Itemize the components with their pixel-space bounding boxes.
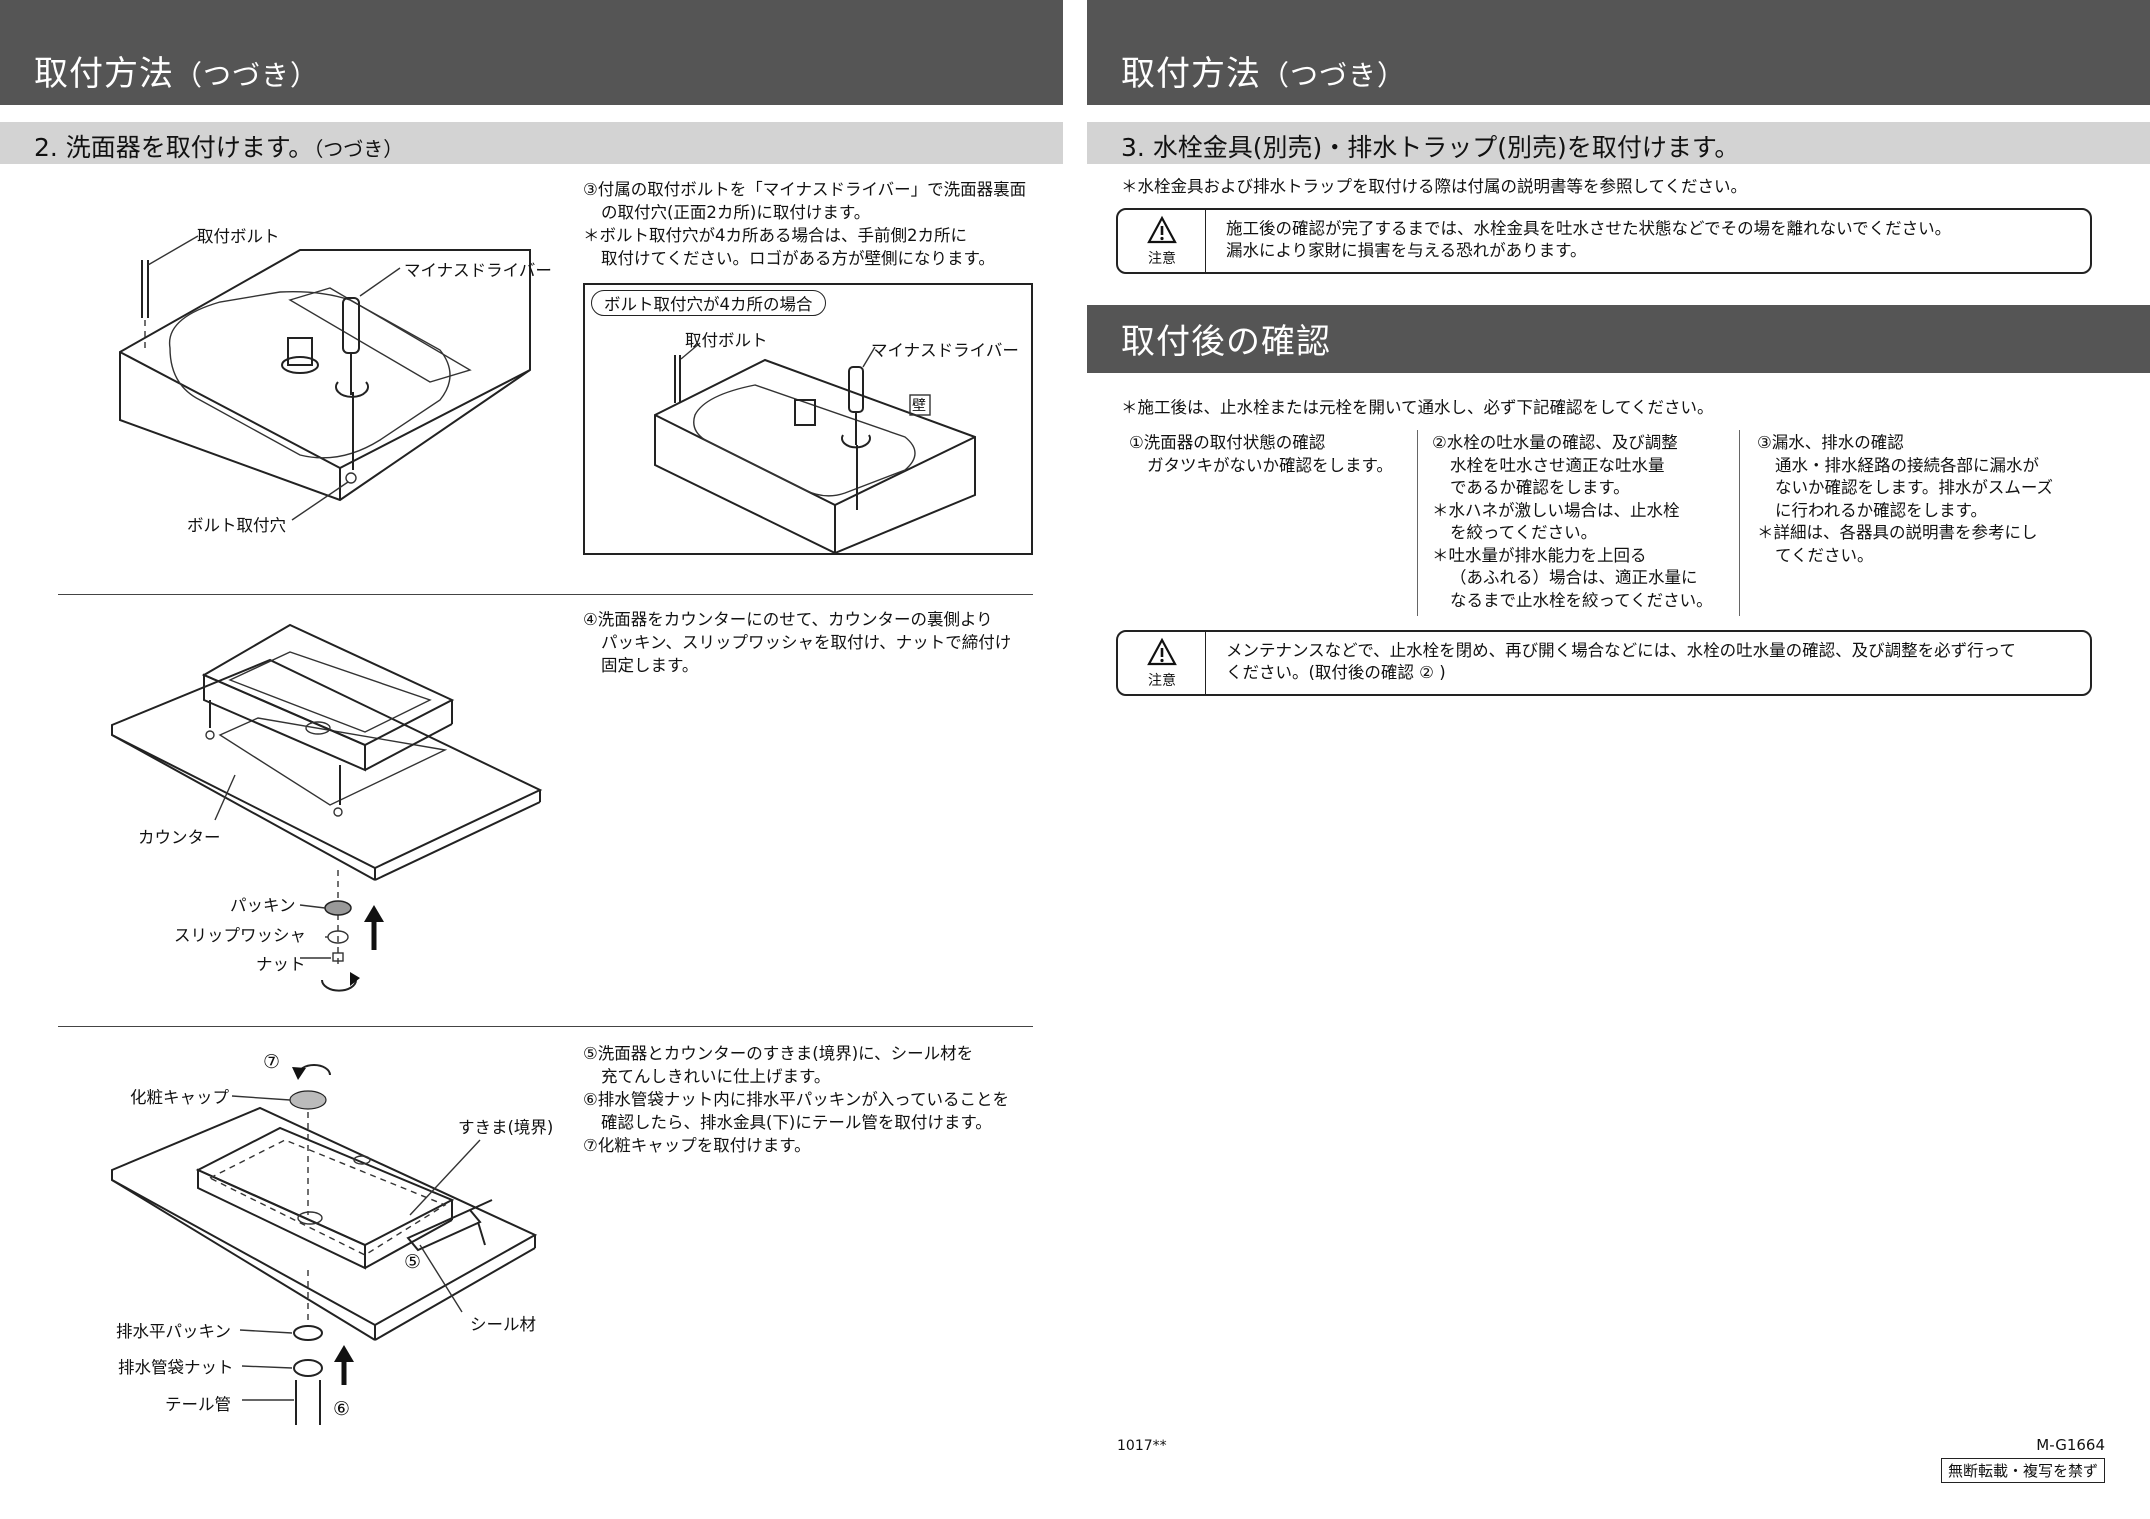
- left-page: 取付方法（つづき） 2. 洗面器を取付けます。（つづき） ③付属の取付ボルトを「…: [0, 0, 1063, 1519]
- fig2-washer-label: スリップワッシャ: [174, 926, 306, 945]
- fig1-bolt-label: 取付ボルト: [197, 227, 280, 246]
- fig1-driver-label: マイナスドライバー: [404, 261, 552, 280]
- right-page: 取付方法（つづき） 3. 水栓金具(別売)・排水トラップ(別売)を取付けます。 …: [1087, 0, 2150, 1519]
- right-header-bar-1: 取付方法（つづき）: [1087, 0, 2150, 105]
- check-2: ②水栓の吐水量の確認、及び調整 水栓を吐水させ適正な吐水量 であるか確認をします…: [1432, 433, 1713, 610]
- inset-driver-label: マイナスドライバー: [871, 341, 1019, 360]
- section-3-bar: 3. 水栓金具(別売)・排水トラップ(別売)を取付けます。: [1087, 122, 2150, 164]
- note-1: ＊水栓金具および排水トラップを取付ける際は付属の説明書等を参照してください。: [1121, 177, 1748, 196]
- fig3-gap-label: すきま(境界): [458, 1118, 554, 1137]
- fig3-drain-packing-label: 排水平パッキン: [116, 1322, 232, 1341]
- fig3-num6: ⑥: [333, 1398, 351, 1420]
- caution-icon-cell: 注意: [1118, 210, 1206, 272]
- fig3-num7: ⑦: [263, 1051, 281, 1073]
- inset-tag: ボルト取付穴が4カ所の場合: [591, 290, 826, 316]
- note-2: ＊施工後は、止水栓または元栓を開いて通水し、必ず下記確認をしてください。: [1121, 398, 1714, 417]
- check-divider-2: [1739, 430, 1740, 616]
- fig3-cap-label: 化粧キャップ: [130, 1088, 229, 1107]
- right-header-title-1: 取付方法（つづき）: [1121, 54, 1407, 94]
- step5-7-text: ⑤洗面器とカウンターのすきま(境界)に、シール材を 充てんしきれいに仕上げます。…: [583, 1044, 1009, 1155]
- check-3: ③漏水、排水の確認 通水・排水経路の接続各部に漏水が ないか確認をします。排水が…: [1757, 433, 2054, 565]
- copyright-notice: 無断転載・複写を禁ず: [1940, 1458, 2105, 1483]
- footer-code: 1017**: [1117, 1438, 1167, 1454]
- fig3-bag-nut-label: 排水管袋ナット: [118, 1358, 234, 1377]
- caution-box-1: 注意 施工後の確認が完了するまでは、水栓金具を吐水させた状態などでその場を離れな…: [1116, 208, 2092, 274]
- inset-four-holes: ボルト取付穴が4カ所の場合 取付ボルト マイナスドライバー 壁: [583, 283, 1033, 555]
- section-3-title: 3. 水栓金具(別売)・排水トラップ(別売)を取付けます。: [1121, 133, 1740, 162]
- step3-text: ③付属の取付ボルトを「マイナスドライバー」で洗面器裏面 の取付穴(正面2カ所)に…: [583, 180, 1027, 268]
- check-divider-1: [1417, 430, 1418, 616]
- section-2-title: 2. 洗面器を取付けます。（つづき）: [34, 133, 404, 162]
- fig1-hole-label: ボルト取付穴: [187, 516, 286, 535]
- warning-icon: [1147, 637, 1177, 666]
- step4-text: ④洗面器をカウンターにのせて、カウンターの裏側より パッキン、スリップワッシャを…: [583, 610, 1012, 675]
- section-2-bar: 2. 洗面器を取付けます。（つづき）: [0, 122, 1063, 164]
- right-header-bar-2: 取付後の確認: [1087, 305, 2150, 373]
- left-header-title: 取付方法（つづき）: [34, 54, 320, 94]
- caution-icon-cell-2: 注意: [1118, 632, 1206, 694]
- check-1: ①洗面器の取付状態の確認 ガタツキがないか確認をします。: [1129, 433, 1393, 475]
- fig2-packing-label: パッキン: [230, 896, 296, 915]
- inset-wall-label: 壁: [912, 398, 926, 414]
- fig3-seal-label: シール材: [470, 1315, 536, 1334]
- right-header-title-2: 取付後の確認: [1121, 322, 1331, 362]
- figure-seal-cap: [111, 1064, 538, 1425]
- caution-box-2: 注意 メンテナンスなどで、止水栓を閉め、再び開く場合などには、水栓の吐水量の確認…: [1116, 630, 2092, 696]
- caution-2-message: メンテナンスなどで、止水栓を閉め、再び開く場合などには、水栓の吐水量の確認、及び…: [1226, 641, 2016, 682]
- fig3-num5: ⑤: [404, 1251, 422, 1273]
- left-header-bar: 取付方法（つづき）: [0, 0, 1063, 105]
- figure-basin-bolts: [119, 235, 531, 521]
- divider-2: [58, 1026, 1033, 1027]
- model-number: M-G1664: [2036, 1436, 2105, 1454]
- warning-icon: [1147, 215, 1177, 244]
- figure-counter: [111, 623, 543, 992]
- inset-bolt-label: 取付ボルト: [685, 331, 768, 350]
- caution-1-message: 施工後の確認が完了するまでは、水栓金具を吐水させた状態などでその場を離れないでく…: [1226, 219, 1952, 260]
- fig2-counter-label: カウンター: [138, 828, 221, 847]
- fig3-tail-pipe-label: テール管: [165, 1395, 231, 1414]
- fig2-nut-label: ナット: [256, 955, 306, 974]
- divider-1: [58, 594, 1033, 595]
